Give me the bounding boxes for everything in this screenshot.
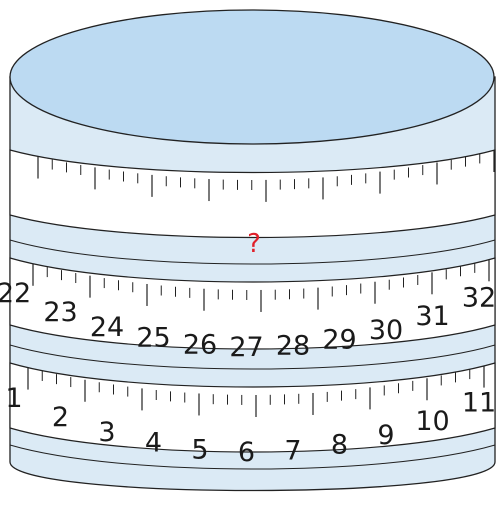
band-number-label: 32 (462, 283, 496, 314)
question-mark: ? (247, 229, 261, 259)
band-number-label: 11 (462, 388, 496, 419)
band-number-label: 10 (415, 406, 449, 437)
band-number-label: 7 (284, 435, 301, 466)
band-number-label: 2 (52, 402, 69, 433)
band-number-label: 6 (238, 437, 255, 468)
band-number-label: 1 (5, 383, 22, 414)
band-number-label: 4 (145, 428, 162, 459)
band-number-label: 29 (322, 325, 356, 356)
band-number-label: 8 (331, 430, 348, 461)
band-number-label: 23 (43, 297, 77, 328)
band-number-label: 25 (136, 323, 170, 354)
band-number-label: 22 (0, 278, 31, 309)
band-number-label: 24 (90, 312, 124, 343)
band-number-label: 30 (369, 315, 403, 346)
cylinder-top (10, 10, 494, 144)
band-number-label: 27 (229, 332, 263, 363)
band-number-label: 9 (377, 420, 394, 451)
band-number-label: 3 (98, 417, 115, 448)
band-number-label: 26 (183, 329, 217, 360)
band-number-label: 28 (276, 330, 310, 361)
band-number-label: 5 (191, 434, 208, 465)
band-number-label: 31 (415, 301, 449, 332)
